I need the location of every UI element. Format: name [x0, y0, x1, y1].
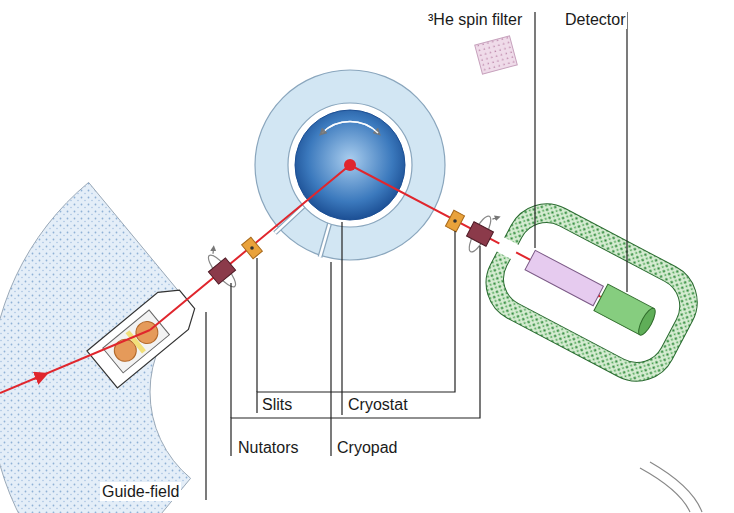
label-text: Cryopad	[335, 438, 399, 457]
slits-label: Slits	[260, 395, 294, 414]
slit	[445, 210, 464, 232]
label-text: Slits	[260, 395, 294, 414]
slit	[242, 237, 263, 259]
label-text: ³He spin filter	[426, 10, 524, 29]
guide-field-label: Guide-field	[100, 482, 181, 501]
cryostat-label: Cryostat	[346, 395, 410, 414]
detector-label: Detector	[563, 10, 627, 29]
label-text: Nutators	[236, 438, 300, 457]
label-text: Detector	[563, 10, 627, 29]
label-text: Guide-field	[100, 482, 181, 501]
filter-label: ³He spin filter	[426, 10, 524, 29]
sample-chip	[475, 36, 518, 74]
leader-lines	[206, 12, 627, 500]
analyser-housing	[470, 189, 711, 395]
guide-field-housing	[87, 281, 202, 388]
nutator	[199, 246, 243, 293]
nutators-label: Nutators	[236, 438, 300, 457]
cryopad-body	[255, 70, 445, 260]
cryopad-label: Cryopad	[335, 438, 399, 457]
label-text: Cryostat	[346, 395, 410, 414]
nutator	[461, 209, 501, 257]
